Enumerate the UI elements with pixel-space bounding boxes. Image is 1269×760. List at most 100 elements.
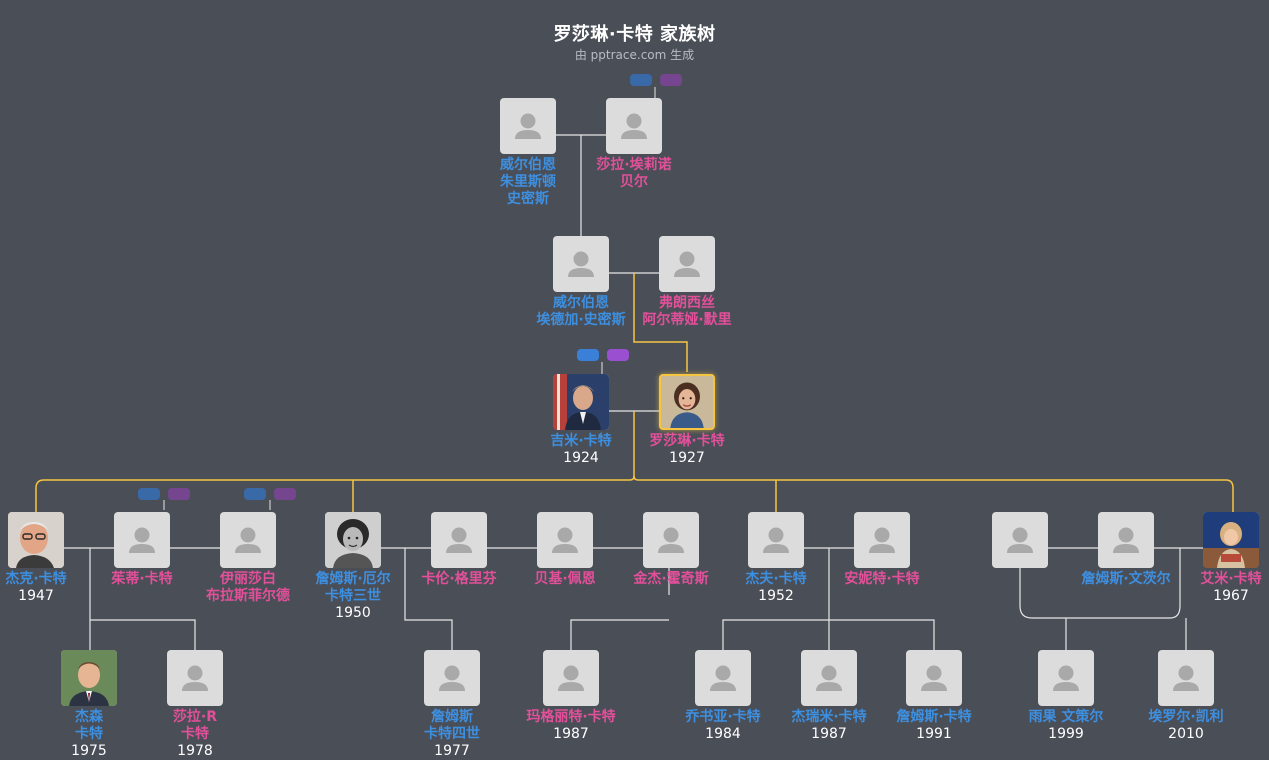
person-node-amy_sp1[interactable] (950, 512, 1090, 568)
avatar[interactable] (854, 512, 910, 568)
avatar[interactable] (167, 650, 223, 706)
expand-toggle-purple[interactable] (607, 349, 629, 361)
avatar[interactable] (500, 98, 556, 154)
avatar[interactable] (659, 236, 715, 292)
avatar[interactable] (553, 374, 609, 430)
person-name[interactable]: 杰夫·卡特 (706, 571, 846, 588)
person-name-line: 卡特 (75, 726, 103, 742)
person-name-line: 弗朗西丝 (659, 295, 715, 311)
avatar[interactable] (1038, 650, 1094, 706)
person-node-caron[interactable]: 卡伦·格里芬 (389, 512, 529, 588)
avatar[interactable] (992, 512, 1048, 568)
person-name[interactable]: 詹姆斯卡特四世 (382, 709, 522, 743)
expand-toggle-blue[interactable] (138, 488, 160, 500)
person-name[interactable]: 詹姆斯·卡特 (864, 709, 1004, 726)
person-node-wes[interactable]: 威尔伯恩埃德加·史密斯 (511, 236, 651, 329)
person-name[interactable]: 吉米·卡特 (511, 433, 651, 450)
person-name-line: 詹姆斯·厄尔 (315, 571, 391, 587)
avatar[interactable] (325, 512, 381, 568)
expand-toggle-blue[interactable] (577, 349, 599, 361)
person-name[interactable]: 詹姆斯·文茨尔 (1056, 571, 1196, 588)
person-node-elizabeth[interactable]: 伊丽莎白布拉斯菲尔德 (178, 512, 318, 605)
avatar[interactable] (606, 98, 662, 154)
expand-toggle-purple[interactable] (168, 488, 190, 500)
expand-toggle-purple[interactable] (274, 488, 296, 500)
birth-year: 1977 (434, 743, 470, 759)
avatar[interactable] (114, 512, 170, 568)
expand-toggle-purple[interactable] (660, 74, 682, 86)
avatar[interactable] (220, 512, 276, 568)
avatar[interactable] (543, 650, 599, 706)
avatar[interactable] (1098, 512, 1154, 568)
person-name[interactable]: 埃罗尔·凯利 (1116, 709, 1256, 726)
avatar[interactable] (643, 512, 699, 568)
person-silhouette-icon (763, 527, 789, 553)
expand-toggle-blue[interactable] (630, 74, 652, 86)
person-name[interactable]: 威尔伯恩埃德加·史密斯 (511, 295, 651, 329)
person-name-line: 卡特四世 (424, 726, 480, 742)
person-name[interactable]: 贝基·佩恩 (495, 571, 635, 588)
person-node-wes_jr[interactable]: 威尔伯恩朱里斯顿史密斯 (458, 98, 598, 208)
person-name[interactable]: 威尔伯恩朱里斯顿史密斯 (458, 157, 598, 208)
person-name[interactable]: 詹姆斯·厄尔卡特三世 (283, 571, 423, 605)
person-name[interactable]: 杰森卡特 (19, 709, 159, 743)
person-name-line: 金杰·霍奇斯 (633, 571, 709, 587)
avatar[interactable] (431, 512, 487, 568)
person-name[interactable]: 罗莎琳·卡特 (617, 433, 757, 450)
avatar[interactable] (801, 650, 857, 706)
person-node-wentzel[interactable]: 詹姆斯·文茨尔 (1056, 512, 1196, 588)
person-node-frances[interactable]: 弗朗西丝阿尔蒂娅·默里 (617, 236, 757, 329)
person-name[interactable]: 玛格丽特·卡特 (501, 709, 641, 726)
person-name[interactable]: 雨果 文策尔 (996, 709, 1136, 726)
person-node-annette[interactable]: 安妮特·卡特 (812, 512, 952, 588)
avatar[interactable] (1203, 512, 1259, 568)
person-name[interactable]: 弗朗西丝阿尔蒂娅·默里 (617, 295, 757, 329)
person-name[interactable]: 艾米·卡特 (1161, 571, 1269, 588)
person-name-line: 卡特 (181, 726, 209, 742)
avatar[interactable] (424, 650, 480, 706)
person-node-judy[interactable]: 茱蒂·卡特 (72, 512, 212, 588)
person-name[interactable]: 乔书亚·卡特 (653, 709, 793, 726)
person-name[interactable]: 杰瑞米·卡特 (759, 709, 899, 726)
avatar[interactable] (695, 650, 751, 706)
person-name[interactable]: 安妮特·卡特 (812, 571, 952, 588)
person-name[interactable]: 杰克·卡特 (0, 571, 106, 588)
person-node-ginger[interactable]: 金杰·霍奇斯 (601, 512, 741, 588)
person-node-sara[interactable]: 莎拉·埃莉诺贝尔 (564, 98, 704, 191)
avatar[interactable] (659, 374, 715, 430)
avatar[interactable] (1158, 650, 1214, 706)
person-node-becky[interactable]: 贝基·佩恩 (495, 512, 635, 588)
person-name[interactable]: 莎拉·埃莉诺贝尔 (564, 157, 704, 191)
avatar[interactable] (537, 512, 593, 568)
avatar[interactable] (553, 236, 609, 292)
avatar[interactable] (748, 512, 804, 568)
person-silhouette-icon (129, 527, 155, 553)
person-name[interactable]: 茱蒂·卡特 (72, 571, 212, 588)
person-name[interactable]: 伊丽莎白布拉斯菲尔德 (178, 571, 318, 605)
avatar[interactable] (906, 650, 962, 706)
person-name[interactable]: 金杰·霍奇斯 (601, 571, 741, 588)
avatar[interactable] (8, 512, 64, 568)
person-name[interactable]: 卡伦·格里芬 (389, 571, 529, 588)
avatar[interactable] (61, 650, 117, 706)
birth-year: 1967 (1213, 588, 1249, 604)
person-name-line: 乔书亚·卡特 (685, 709, 761, 725)
expand-toggle-blue[interactable] (244, 488, 266, 500)
